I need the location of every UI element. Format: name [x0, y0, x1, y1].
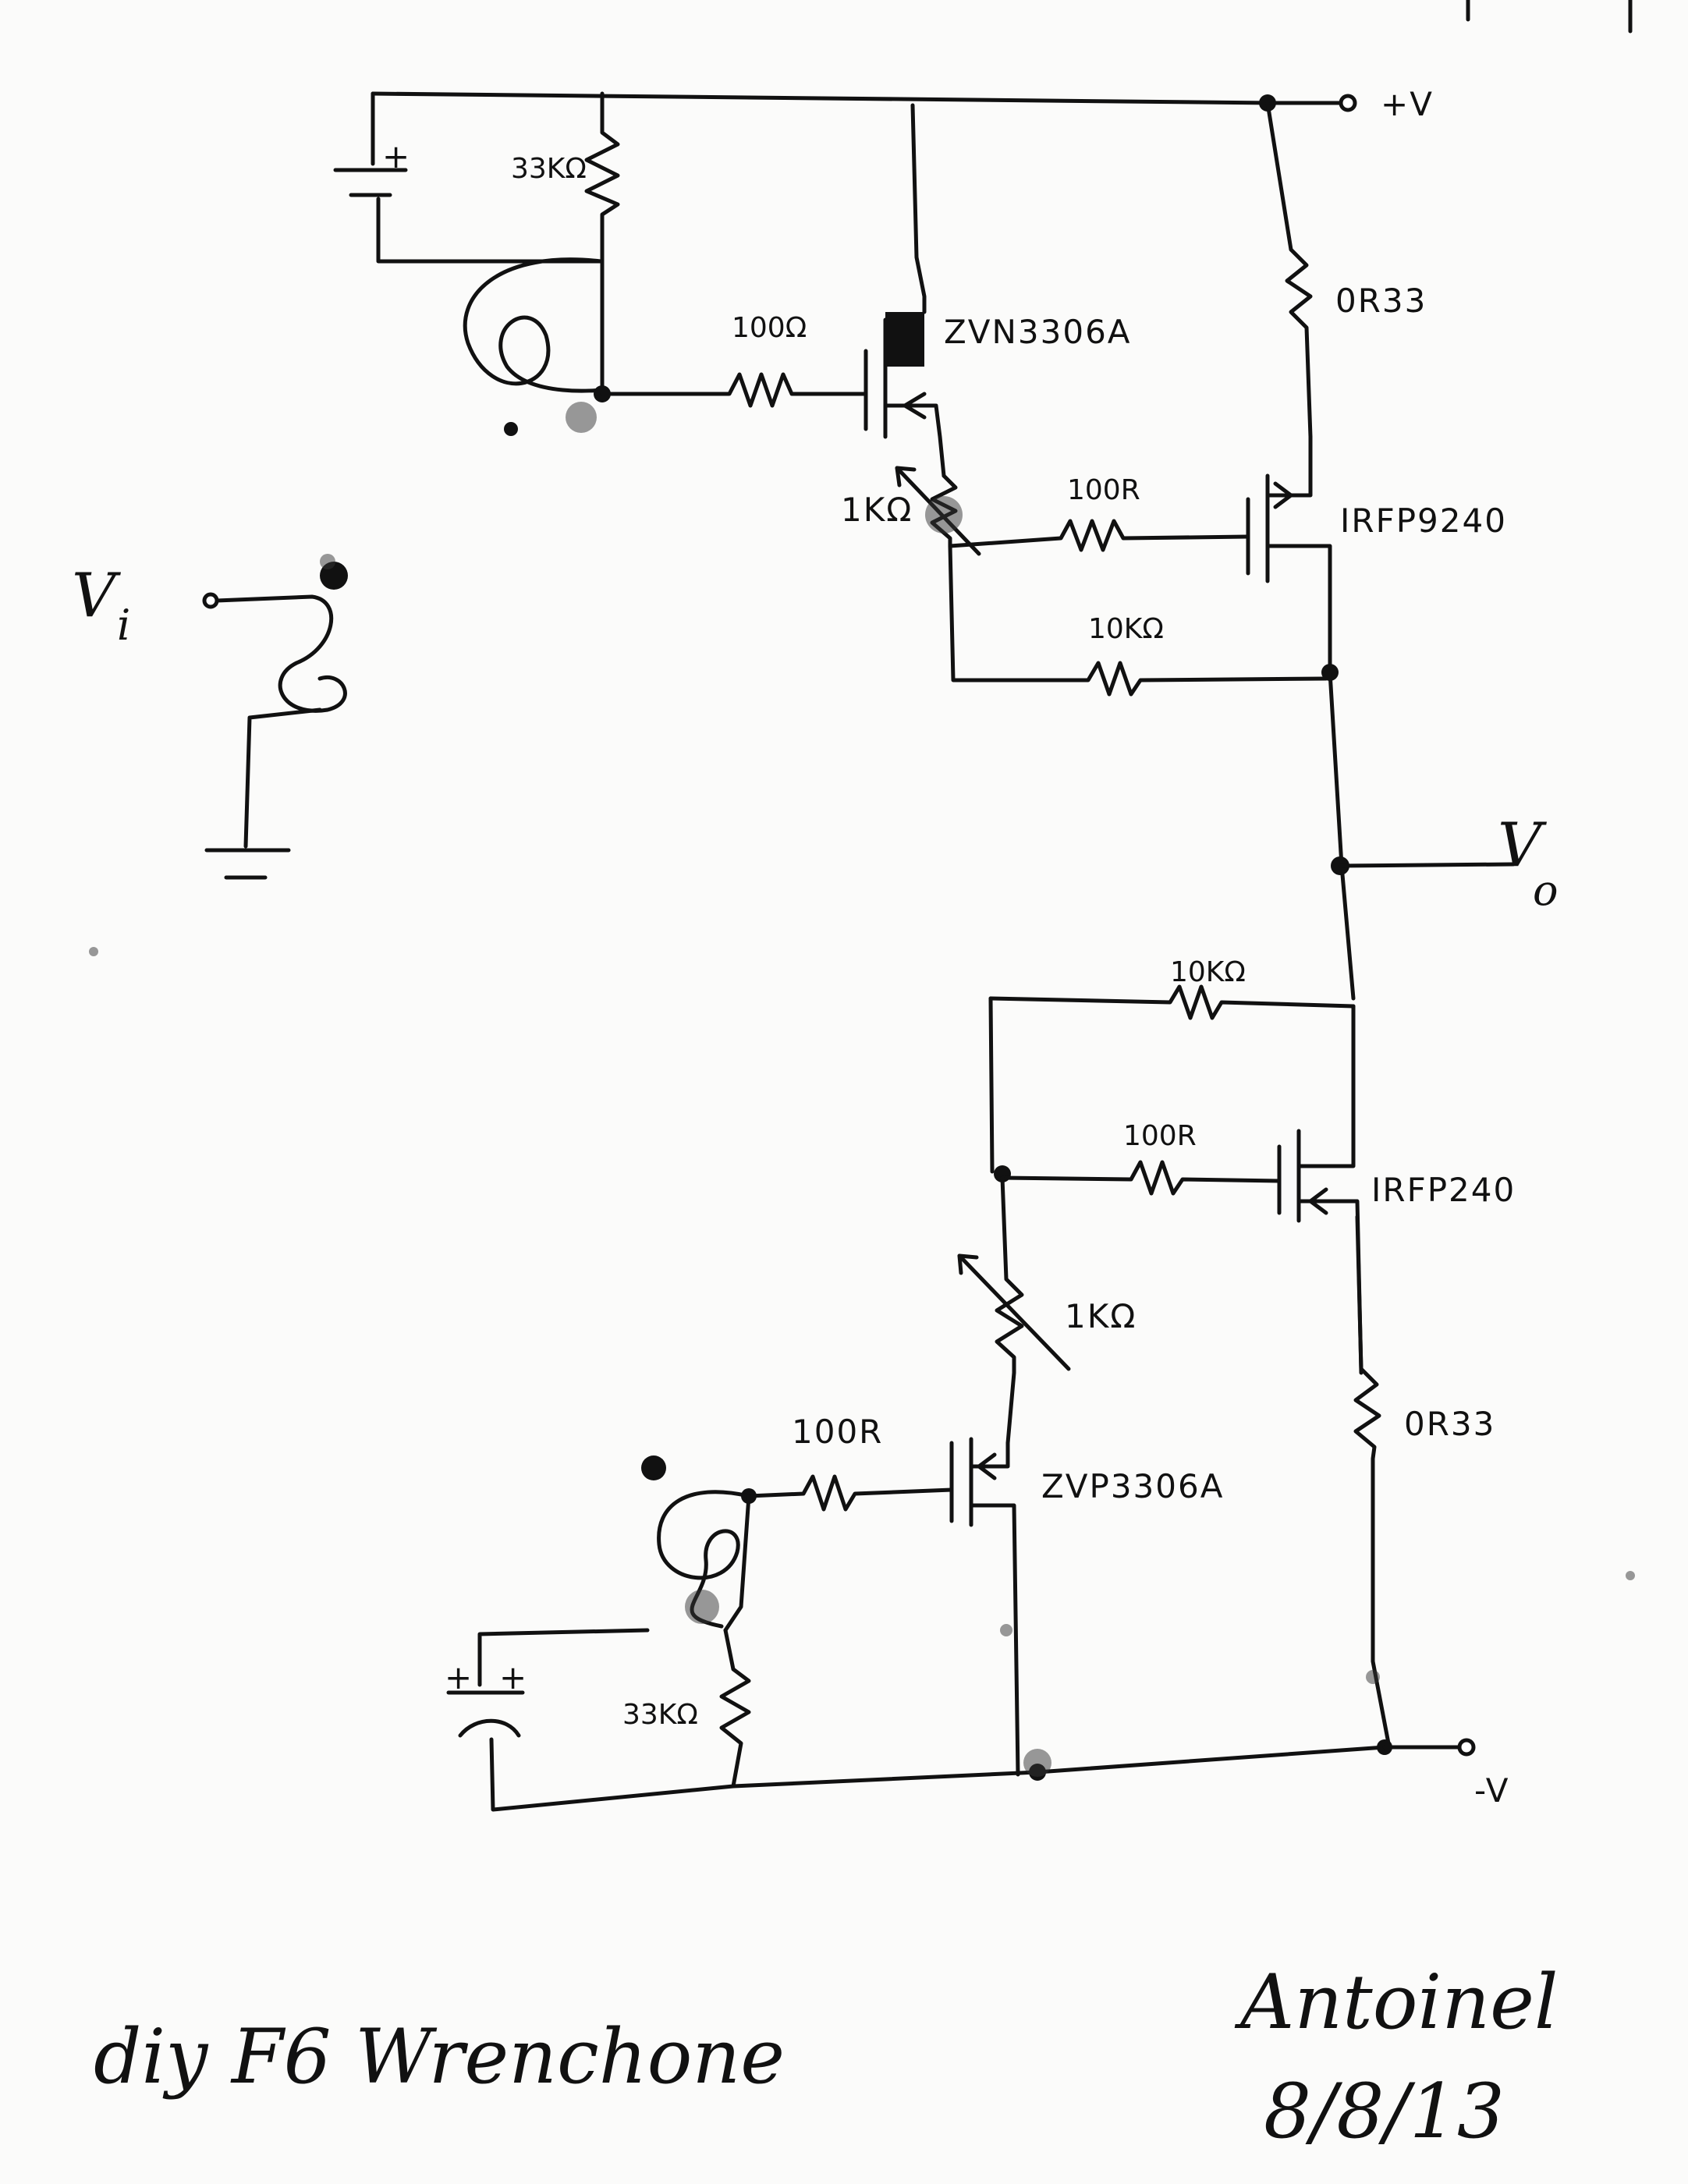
lamp-bottom-blot	[641, 1455, 666, 1480]
mosfet-small-top-label: ZVN3306A	[944, 313, 1132, 351]
output-sub-label: o	[1533, 866, 1559, 915]
input-sub-label: i	[117, 601, 130, 650]
battery-plus-label: +	[382, 137, 411, 176]
scan-noise	[89, 402, 1635, 1777]
source-resistor-bottom-label: 0R33	[1404, 1405, 1495, 1443]
gate-resistor-bottom	[746, 1474, 954, 1512]
feedback-resistor-top-label: 10KΩ	[1088, 613, 1164, 645]
positive-rail-label: +V	[1381, 85, 1434, 123]
negative-terminal	[1457, 1738, 1476, 1757]
trim-pot-bottom-arrow	[957, 1253, 1071, 1371]
output-wire	[1338, 862, 1516, 868]
gate-resistor-top	[600, 372, 868, 408]
gate-resistor-top-label: 100Ω	[732, 312, 807, 344]
positive-rail-wire	[371, 91, 1274, 105]
feedback-resistor-bottom-label: 10KΩ	[1170, 956, 1246, 988]
trim-pot-top-label: 1KΩ	[841, 491, 913, 529]
trim-pot-bottom	[995, 1175, 1024, 1445]
feedback-resistor-top	[948, 544, 1328, 697]
mosfet-small-bottom-label: ZVP3306A	[1041, 1467, 1224, 1505]
source-resistor-top	[1265, 101, 1313, 439]
bias-resistor-bottom	[719, 1628, 751, 1789]
input-label: V	[72, 561, 121, 631]
battery-bottom-plus-left: +	[445, 1658, 473, 1696]
input-lamp-symbol	[215, 594, 347, 713]
battery-bottom-plate-bottom	[458, 1718, 521, 1738]
battery-bottom-plus-right: +	[499, 1658, 528, 1696]
title-text: diy F6 Wrenchone	[94, 2013, 785, 2101]
negative-rail-label: -V	[1474, 1771, 1509, 1810]
source-resistor-bottom	[1353, 1214, 1391, 1746]
signature-text: Antoinel	[1234, 1959, 1559, 2046]
bias-resistor-top-label: 33KΩ	[511, 153, 587, 185]
bias-resistor-bottom-label: 33KΩ	[622, 1699, 698, 1731]
lamp-symbol-top	[463, 257, 603, 393]
output-label: V	[1498, 810, 1547, 881]
negative-rail-wire	[1035, 1745, 1387, 1774]
gate-resistor-power-top	[948, 519, 1250, 552]
gate-resistor-bottom-label: 100R	[792, 1413, 883, 1451]
mosfet-power-bottom-label: IRFP240	[1371, 1171, 1516, 1209]
bias-resistor-top	[584, 91, 620, 264]
mosfet-small-top-body	[885, 312, 924, 367]
date-text: 8/8/13	[1264, 2068, 1505, 2155]
gate-resistor-power-bottom-label: 100R	[1123, 1120, 1197, 1152]
mosfet-power-top-label: IRFP9240	[1340, 502, 1507, 540]
feedback-resistor-bottom	[988, 984, 1356, 1020]
positive-terminal	[1339, 94, 1357, 112]
trim-pot-bottom-label: 1KΩ	[1065, 1297, 1137, 1335]
gate-resistor-power-bottom	[1000, 1160, 1282, 1196]
source-resistor-top-label: 0R33	[1335, 282, 1427, 320]
gate-resistor-power-top-label: 100R	[1067, 474, 1140, 506]
